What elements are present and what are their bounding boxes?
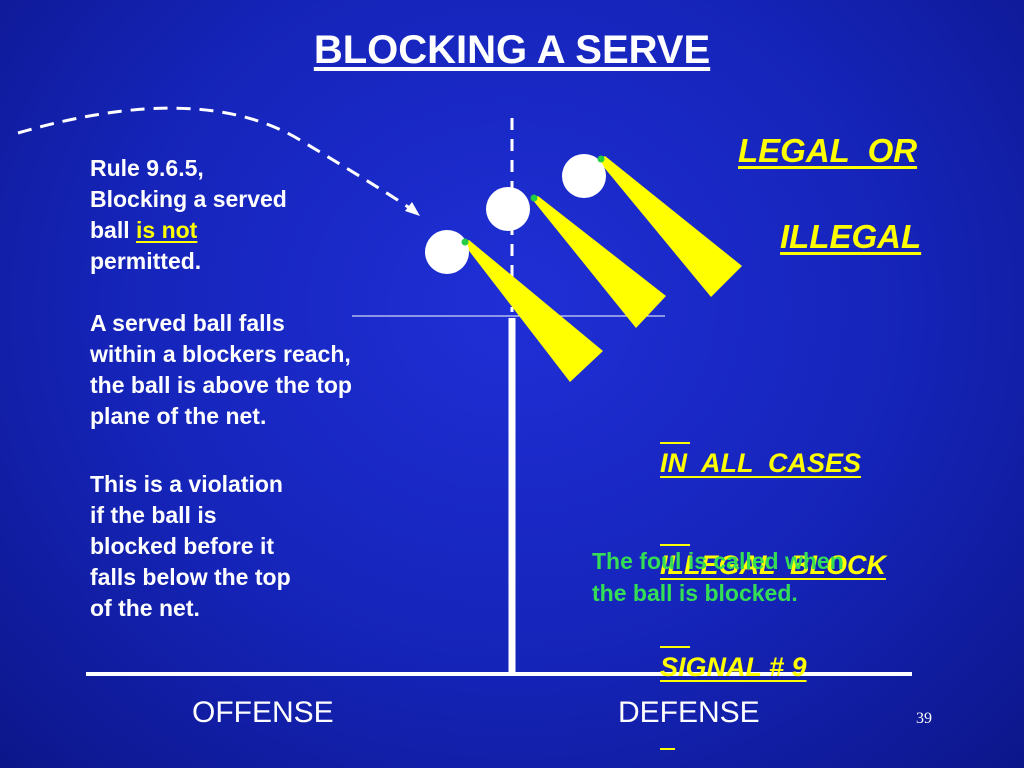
defense-label: DEFENSE xyxy=(618,696,760,729)
contact-dot-3 xyxy=(597,155,605,163)
cases-line: ILLEGAL BLOCK xyxy=(660,550,886,580)
illegal-label: ILLEGAL xyxy=(780,218,922,255)
page-number: 39 xyxy=(916,710,932,727)
all-cases-block: IN ALL CASES ILLEGAL BLOCK SIGNAL # 9 xyxy=(660,378,886,752)
violation-paragraph: This is a violation if the ball is block… xyxy=(90,469,291,624)
blocker-arm-3 xyxy=(598,156,742,297)
reach-line: A served ball falls xyxy=(90,310,285,336)
foul-note: The foul is called when the ball is bloc… xyxy=(592,545,844,609)
rule-line: Blocking a served xyxy=(90,186,287,212)
ball-3 xyxy=(562,154,606,198)
is-not-emphasis: is not xyxy=(136,217,198,243)
violation-line: if the ball is xyxy=(90,502,217,528)
reach-paragraph: A served ball falls within a blockers re… xyxy=(90,308,352,432)
foul-line: The foul is called when xyxy=(592,548,844,574)
serve-trajectory xyxy=(17,106,419,216)
foul-line: the ball is blocked. xyxy=(592,580,798,606)
violation-line: of the net. xyxy=(90,595,200,621)
rule-line: Rule 9.6.5, xyxy=(90,155,204,181)
slide-title: BLOCKING A SERVE xyxy=(313,28,711,72)
reach-line: within a blockers reach, xyxy=(90,341,351,367)
offense-label: OFFENSE xyxy=(192,696,334,729)
contact-dot-2 xyxy=(530,194,538,202)
rule-line: permitted. xyxy=(90,248,202,274)
violation-line: blocked before it xyxy=(90,533,275,559)
ball-2 xyxy=(486,187,530,231)
contact-dot-1 xyxy=(461,238,469,246)
blocker-arm-2 xyxy=(532,196,666,328)
violation-line: This is a violation xyxy=(90,471,283,497)
rule-line-prefix: ball xyxy=(90,217,137,243)
rule-line: ball is not xyxy=(90,215,287,246)
blocker-arm-1 xyxy=(463,240,603,382)
violation-line: falls below the top xyxy=(90,564,291,590)
rule-text: Rule 9.6.5, Blocking a served ball is no… xyxy=(90,153,287,277)
trajectory-arrowhead xyxy=(405,202,420,216)
legal-or-label: LEGAL OR xyxy=(738,132,918,169)
cases-line: SIGNAL # 9 xyxy=(660,652,807,682)
reach-line: the ball is above the top xyxy=(90,372,352,398)
ball-1 xyxy=(425,230,469,274)
cases-line: IN ALL CASES xyxy=(660,448,862,478)
reach-line: plane of the net. xyxy=(90,403,267,429)
